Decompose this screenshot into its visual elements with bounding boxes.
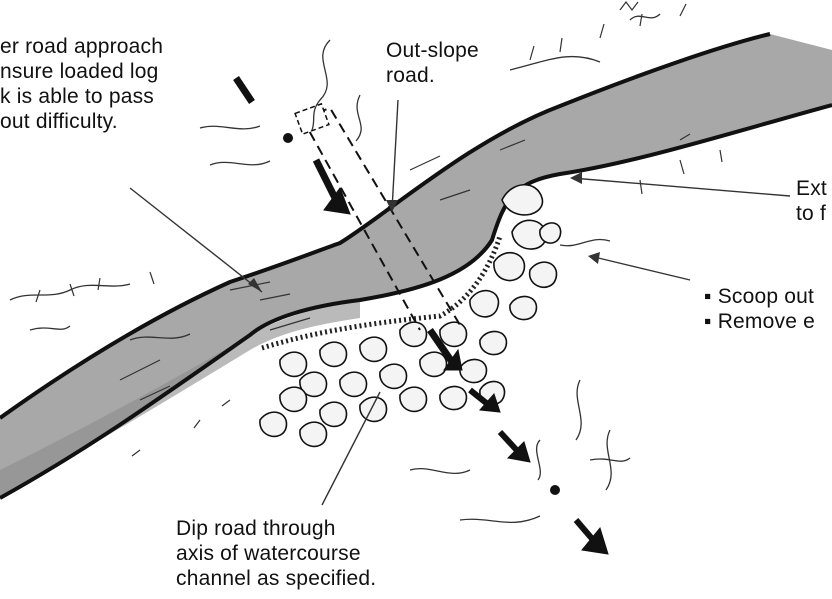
flow-dot-upper (283, 133, 293, 143)
annotation-scoop: ▪ Scoop out ▪ Remove e (704, 284, 815, 334)
leader-ext (572, 178, 790, 196)
annotation-road-approach: er road approach nsure loaded log k is a… (0, 34, 163, 134)
annotation-extend: Ext to f (796, 176, 827, 226)
annotation-scoop-line-2: ▪ Remove e (704, 309, 815, 334)
leader-out-slope (392, 100, 398, 210)
annotation-out-slope: Out-slope road. (386, 38, 479, 88)
annotation-scoop-line-1: ▪ Scoop out (704, 284, 815, 309)
leader-scoop (590, 256, 690, 280)
annotation-dip-road: Dip road through axis of watercourse cha… (176, 516, 376, 591)
leader-top-left (130, 188, 262, 292)
flow-dot-lower (550, 485, 560, 495)
